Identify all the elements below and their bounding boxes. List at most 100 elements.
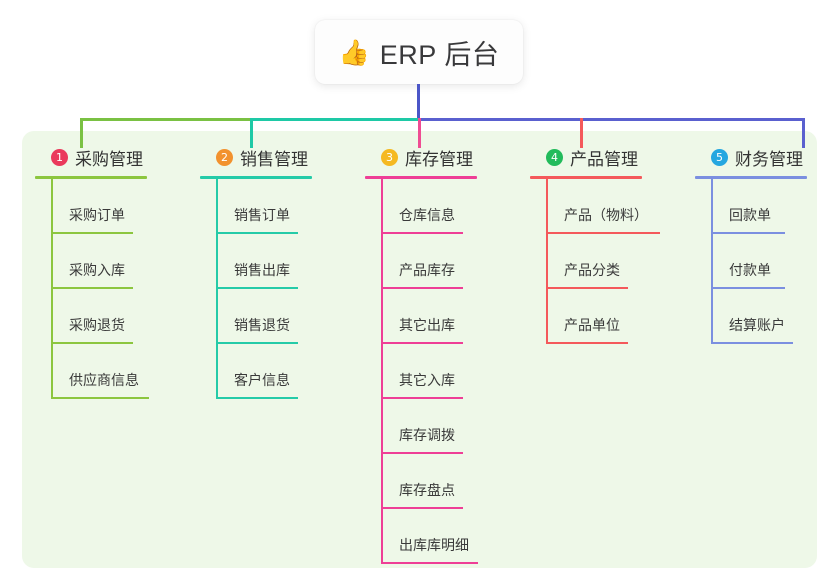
connector-bar-segment [250,118,418,121]
category-item-rule [381,287,463,289]
category-number-badge: 2 [216,148,233,166]
category-header[interactable]: 2 销售管理 [200,145,312,169]
category-item-label: 采购入库 [69,262,125,278]
category-item[interactable]: 其它入库 [365,344,477,399]
category-title: 销售管理 [240,149,308,169]
category-item-rule [216,287,298,289]
category-header-rule [365,176,477,179]
category-item-rule [216,342,298,344]
category-item-label: 其它入库 [399,372,455,388]
category-item[interactable]: 付款单 [695,234,807,289]
category-item-label: 其它出库 [399,317,455,333]
category-item[interactable]: 库存调拨 [365,399,477,454]
category-header[interactable]: 1 采购管理 [35,145,147,169]
category-item[interactable]: 结算账户 [695,289,807,344]
category-item[interactable]: 库存盘点 [365,454,477,509]
category-item[interactable]: 销售订单 [200,179,312,234]
category-item-rule [711,287,785,289]
category-item-rule [711,342,793,344]
category-item[interactable]: 出库库明细 [365,509,478,564]
category-item-rule [711,232,785,234]
category-item[interactable]: 产品分类 [530,234,642,289]
category-item-rule [216,232,298,234]
category-header[interactable]: 4 产品管理 [530,145,642,169]
category-item[interactable]: 产品库存 [365,234,477,289]
category-item-label: 销售出库 [234,262,290,278]
root-node[interactable]: 👍 ERP 后台 [315,20,523,84]
category-column: 1 采购管理采购订单采购入库采购退货供应商信息 [35,145,149,399]
category-header[interactable]: 3 库存管理 [365,145,477,169]
category-header-rule [200,176,312,179]
category-item-label: 回款单 [729,207,771,223]
category-item-label: 采购订单 [69,207,125,223]
connector-drop [580,118,583,148]
category-item-rule [51,232,133,234]
category-item-label: 销售订单 [234,207,290,223]
category-item-rule [216,397,298,399]
diagram-panel [22,131,817,568]
category-header-rule [530,176,642,179]
category-item[interactable]: 产品（物料） [530,179,660,234]
category-item-label: 仓库信息 [399,207,455,223]
category-item[interactable]: 其它出库 [365,289,477,344]
category-item[interactable]: 仓库信息 [365,179,477,234]
category-spine [381,179,383,564]
category-items: 采购订单采购入库采购退货供应商信息 [35,179,149,399]
category-title: 库存管理 [405,149,473,169]
category-item[interactable]: 采购入库 [35,234,147,289]
category-item-rule [51,397,149,399]
category-item[interactable]: 销售出库 [200,234,312,289]
category-item-rule [381,232,463,234]
category-item[interactable]: 回款单 [695,179,807,234]
category-item[interactable]: 产品单位 [530,289,642,344]
connector-drop [80,118,83,148]
category-item-label: 产品库存 [399,262,455,278]
category-items: 回款单付款单结算账户 [695,179,807,344]
category-column: 3 库存管理仓库信息产品库存其它出库其它入库库存调拨库存盘点出库库明细 [365,145,478,564]
category-spine [51,179,53,399]
category-column: 2 销售管理销售订单销售出库销售退货客户信息 [200,145,312,399]
category-item-label: 供应商信息 [69,372,139,388]
category-item-label: 采购退货 [69,317,125,333]
category-items: 产品（物料） 产品分类产品单位 [530,179,660,344]
connector-drop [250,118,253,148]
connector-trunk [417,84,420,120]
connector-bar-segment [418,118,802,121]
category-item-rule [546,342,628,344]
category-item-label: 库存调拨 [399,427,455,443]
category-column: 4 产品管理产品（物料） 产品分类产品单位 [530,145,660,344]
category-item[interactable]: 采购订单 [35,179,147,234]
category-number-badge: 4 [546,148,563,166]
category-number-badge: 5 [711,148,728,166]
category-item-rule [381,507,463,509]
category-item[interactable]: 客户信息 [200,344,312,399]
category-item-rule [381,562,478,564]
category-header-rule [35,176,147,179]
category-item-rule [381,342,463,344]
category-items: 销售订单销售出库销售退货客户信息 [200,179,312,399]
category-item-label: 库存盘点 [399,482,455,498]
category-item[interactable]: 供应商信息 [35,344,149,399]
category-header[interactable]: 5 财务管理 [695,145,807,169]
category-item[interactable]: 销售退货 [200,289,312,344]
category-header-rule [695,176,807,179]
connector-drop [802,118,805,148]
category-item-rule [381,452,463,454]
category-number-badge: 1 [51,148,68,166]
category-item-rule [51,342,133,344]
category-title: 产品管理 [570,149,638,169]
category-number-badge: 3 [381,148,398,166]
category-title: 财务管理 [735,149,803,169]
category-item[interactable]: 采购退货 [35,289,147,344]
category-item-rule [51,287,133,289]
category-item-label: 客户信息 [234,372,290,388]
category-item-label: 产品分类 [564,262,620,278]
category-item-label: 结算账户 [729,317,785,333]
category-column: 5 财务管理回款单付款单结算账户 [695,145,807,344]
category-spine [216,179,218,399]
connector-drop [418,118,421,148]
category-item-rule [546,232,660,234]
category-item-label: 销售退货 [234,317,290,333]
thumbs-up-icon: 👍 [338,37,370,67]
category-title: 采购管理 [75,149,143,169]
